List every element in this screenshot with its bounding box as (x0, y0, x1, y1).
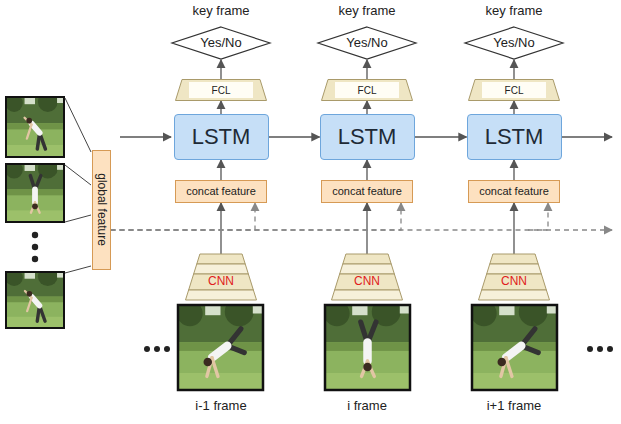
recurrent-input-arrow (120, 136, 171, 137)
frame-label: i frame (267, 398, 467, 413)
node-text: LSTM (338, 125, 397, 149)
node-text: FCL (212, 85, 231, 96)
person-figure (361, 322, 376, 376)
node-text: concat feature (479, 185, 549, 197)
lstm-cell: LSTM (320, 114, 415, 160)
decision-diamond: Yes/No (171, 26, 271, 60)
recurrent-output-arrow (562, 136, 613, 137)
flow-arrow (513, 60, 514, 79)
horizontal-ellipsis (144, 346, 613, 352)
global-feature-band: global feature (92, 150, 111, 270)
person-figure (25, 118, 46, 149)
output-label: key frame (267, 3, 467, 18)
flow-arrow (366, 203, 367, 254)
decision-diamond: Yes/No (464, 26, 564, 60)
lstm-cell: LSTM (467, 114, 562, 160)
dashed-arrow (111, 203, 256, 230)
thumbnail-leader-lines (65, 98, 91, 273)
frame-label: i-1 frame (121, 398, 321, 413)
node-text: FCL (505, 85, 524, 96)
concat-box: concat feature (468, 180, 560, 203)
flow-arrow (513, 203, 514, 254)
person-figure (498, 329, 539, 377)
cnn-pyramid: CNN (478, 254, 550, 300)
flow-arrow (513, 160, 514, 180)
node-text: concat feature (332, 185, 402, 197)
person-figure (30, 176, 40, 213)
concat-box: concat feature (175, 180, 267, 203)
output-label: key frame (121, 3, 321, 18)
node-text: LSTM (192, 125, 251, 149)
node-text: Yes/No (200, 36, 241, 50)
person-figure (204, 329, 245, 377)
node-text: LSTM (485, 125, 544, 149)
decision-diamond: Yes/No (317, 26, 417, 60)
flow-arrow (220, 203, 221, 254)
dashed-arrow (111, 203, 549, 230)
frame-label: i+1 frame (414, 398, 614, 413)
flow-arrow (220, 160, 221, 180)
flow-arrow (513, 101, 514, 114)
vertical-ellipsis (32, 232, 38, 262)
global-feature-continuation (528, 229, 612, 230)
flow-arrow (366, 60, 367, 79)
frame-images (177, 297, 557, 390)
node-text: CNN (501, 275, 527, 288)
flow-arrow (366, 101, 367, 114)
frame-thumbnail (5, 159, 64, 222)
node-text: Yes/No (493, 36, 534, 50)
fcl-layer: FCL (175, 79, 267, 101)
cnn-pyramid: CNN (331, 254, 403, 300)
frame-image (177, 297, 263, 390)
frame-image (324, 297, 410, 390)
input-thumbnails (5, 92, 64, 328)
node-text: concat feature (186, 185, 256, 197)
lstm-cell: LSTM (174, 114, 269, 160)
node-text: CNN (354, 275, 380, 288)
fcl-layer: FCL (468, 79, 560, 101)
cnn-pyramid: CNN (185, 254, 257, 300)
flow-arrow (366, 160, 367, 180)
frame-thumbnail (5, 92, 64, 157)
node-text: global feature (94, 174, 107, 247)
concat-box: concat feature (321, 180, 413, 203)
flow-arrow (415, 136, 467, 137)
frame-thumbnail (5, 267, 64, 328)
fcl-layer: FCL (321, 79, 413, 101)
node-text: FCL (358, 85, 377, 96)
person-figure (25, 291, 45, 321)
flow-arrow (269, 136, 320, 137)
node-text: Yes/No (346, 36, 387, 50)
node-text: CNN (208, 275, 234, 288)
frame-image (471, 297, 557, 390)
flow-arrow (220, 60, 221, 79)
flow-arrow (220, 101, 221, 114)
output-label: key frame (414, 3, 614, 18)
dashed-arrow (111, 203, 402, 230)
